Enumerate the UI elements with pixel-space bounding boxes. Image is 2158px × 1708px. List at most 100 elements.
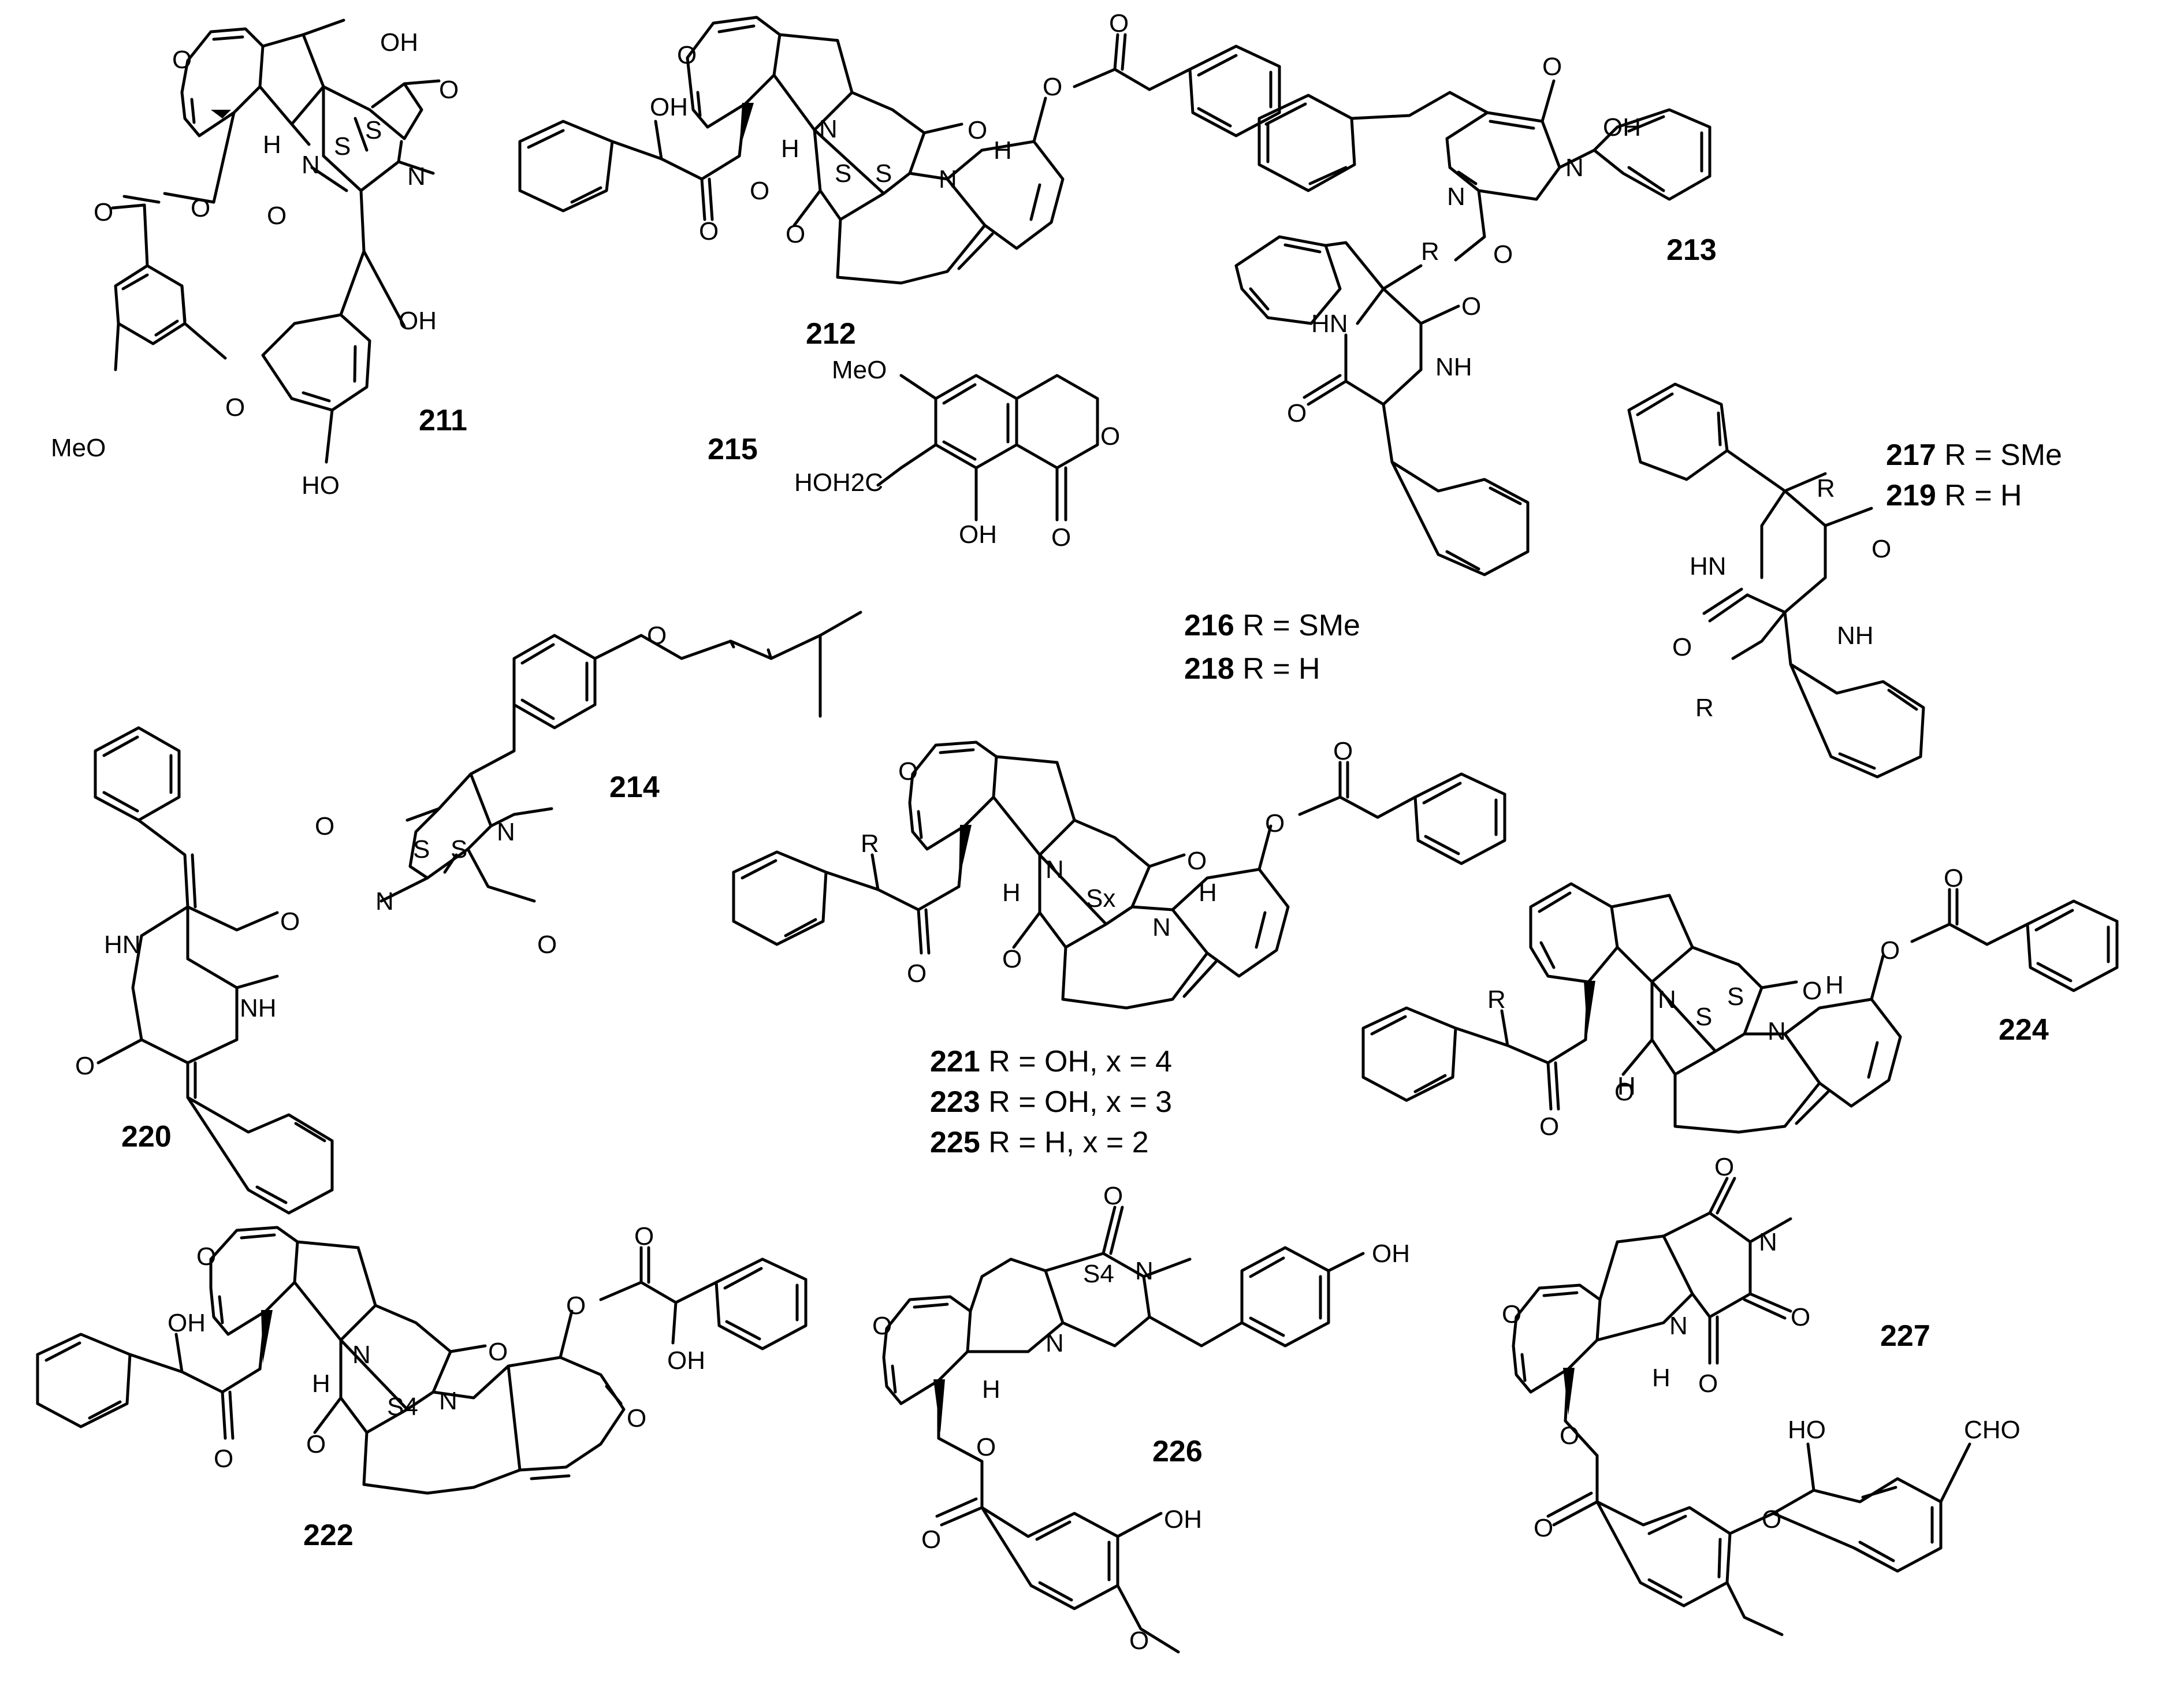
atom-label: O bbox=[1129, 1627, 1149, 1655]
atom-label: H bbox=[1825, 971, 1844, 999]
caption-text: R = SMe bbox=[1936, 438, 2062, 472]
atom-label: S bbox=[835, 159, 851, 188]
compound-222: O OH H N S4 O O O N O OH O O 222 bbox=[36, 1222, 808, 1552]
atom-label: O bbox=[225, 393, 245, 422]
compound-216-218: R HN O NH O 216 R = SMe 218 R = H bbox=[1184, 235, 1530, 686]
atom-label: O bbox=[1103, 1182, 1123, 1210]
atom-label: O bbox=[1051, 523, 1071, 552]
atom-label: HO bbox=[1788, 1416, 1826, 1444]
atom-label: N bbox=[819, 115, 838, 143]
atom-label: O bbox=[1871, 535, 1891, 563]
atom-label: R bbox=[1487, 985, 1506, 1014]
atom-label: O bbox=[1542, 53, 1562, 81]
atom-label: N bbox=[302, 151, 320, 179]
compound-number: 212 bbox=[806, 317, 856, 351]
atom-label: O bbox=[280, 907, 300, 936]
atom-label: O bbox=[1287, 399, 1307, 427]
compound-number: 223 bbox=[930, 1085, 980, 1119]
atom-label: O bbox=[75, 1052, 95, 1080]
atom-label: H bbox=[312, 1370, 330, 1398]
atom-label: HOH2C bbox=[794, 468, 883, 497]
atom-label: O bbox=[1100, 422, 1120, 451]
atom-label: O bbox=[1880, 936, 1900, 965]
atom-label: OH bbox=[1603, 113, 1641, 142]
compound-224: R H N S S O O O H N O O 224 bbox=[1361, 864, 2119, 1141]
atom-label: N bbox=[439, 1387, 457, 1415]
atom-label: N bbox=[939, 165, 957, 194]
atom-label: N bbox=[1152, 913, 1171, 942]
atom-label: O bbox=[488, 1338, 508, 1366]
atom-label: N bbox=[1768, 1017, 1786, 1045]
atom-label: N bbox=[352, 1341, 371, 1369]
compound-220: HN O NH O 220 bbox=[75, 726, 334, 1215]
atom-label: O bbox=[1614, 1078, 1634, 1106]
atom-label: O bbox=[1043, 73, 1062, 101]
atom-label: O bbox=[1502, 1300, 1521, 1329]
atom-label: H bbox=[1002, 879, 1021, 907]
atom-label: N bbox=[497, 818, 515, 846]
atom-label: O bbox=[921, 1525, 941, 1554]
atom-label: O bbox=[1539, 1112, 1559, 1141]
compound-caption-225: 225 R = H, x = 2 bbox=[930, 1126, 1149, 1159]
compound-215: MeO HOH2C OH O O 215 bbox=[708, 356, 1120, 552]
atom-label: O bbox=[1791, 1303, 1810, 1331]
atom-label: H bbox=[263, 131, 281, 159]
atom-label: O bbox=[1265, 809, 1285, 838]
compound-212: O OH H N S S O O O H N O O O 212 bbox=[518, 9, 1281, 351]
atom-label: O bbox=[267, 202, 287, 230]
atom-label: O bbox=[634, 1222, 654, 1251]
atom-label: O bbox=[1944, 864, 1963, 892]
caption-text: R = H, x = 2 bbox=[980, 1126, 1149, 1159]
atom-label: O bbox=[1560, 1422, 1579, 1450]
compound-211: O OH H N S S O N O O O OH MeO O HO 211 bbox=[51, 18, 467, 500]
atom-label: O bbox=[196, 1242, 216, 1271]
compound-caption-218: 218 R = H bbox=[1184, 652, 1320, 686]
atom-label: N bbox=[1045, 1329, 1064, 1357]
atom-label: H bbox=[994, 136, 1012, 165]
compound-caption-219: 219 R = H bbox=[1886, 479, 2022, 512]
atom-label: O bbox=[786, 220, 805, 248]
atom-label: OH bbox=[959, 520, 997, 549]
caption-text: R = OH, x = 3 bbox=[980, 1085, 1172, 1119]
compound-number: 216 bbox=[1184, 609, 1234, 642]
atom-label: H bbox=[1199, 879, 1217, 907]
compound-caption-216: 216 R = SMe bbox=[1184, 609, 1360, 642]
atom-label: N bbox=[1565, 154, 1584, 182]
atom-label: R bbox=[861, 829, 879, 858]
compound-217-219: R HN O NH O R 217 R = SMe 219 R = H bbox=[1627, 382, 2062, 779]
atom-label: O bbox=[306, 1430, 326, 1458]
atom-label: CHO bbox=[1964, 1416, 2021, 1444]
atom-label: O bbox=[907, 959, 927, 988]
compound-number: 214 bbox=[609, 771, 660, 804]
atom-label: NH bbox=[1837, 622, 1874, 650]
compound-number: 222 bbox=[303, 1519, 354, 1552]
atom-label: O bbox=[647, 622, 667, 650]
atom-label: N bbox=[1658, 985, 1676, 1014]
atom-label: N bbox=[1447, 183, 1465, 211]
atom-label: OH bbox=[380, 28, 418, 57]
atom-label: H bbox=[1617, 1072, 1636, 1100]
atom-label: S bbox=[1727, 983, 1744, 1011]
atom-label: N bbox=[407, 162, 426, 191]
caption-text: R = SMe bbox=[1234, 609, 1360, 642]
atom-label: O bbox=[1534, 1514, 1553, 1542]
atom-label: O bbox=[191, 194, 210, 222]
atom-label: HN bbox=[1311, 310, 1348, 338]
atom-label: O bbox=[699, 217, 719, 245]
atom-label: N bbox=[1045, 855, 1064, 884]
atom-label: O bbox=[1333, 737, 1353, 765]
compound-number: 224 bbox=[1999, 1013, 2049, 1047]
atom-label: O bbox=[315, 812, 334, 840]
atom-label: O bbox=[1187, 847, 1207, 875]
atom-label: NH bbox=[240, 994, 277, 1022]
atom-label: O bbox=[94, 198, 113, 226]
caption-text: R = H bbox=[1234, 652, 1320, 686]
atom-label: HN bbox=[104, 931, 141, 959]
compound-number: 226 bbox=[1152, 1435, 1203, 1468]
atom-label: O bbox=[677, 41, 697, 69]
atom-label: O bbox=[1672, 633, 1692, 661]
atom-label: O bbox=[1109, 9, 1129, 38]
atom-label: OH bbox=[650, 93, 688, 121]
compound-221-223-225: O R H N Sx O O O H N O O 221 R = OH, x =… bbox=[732, 737, 1506, 1159]
